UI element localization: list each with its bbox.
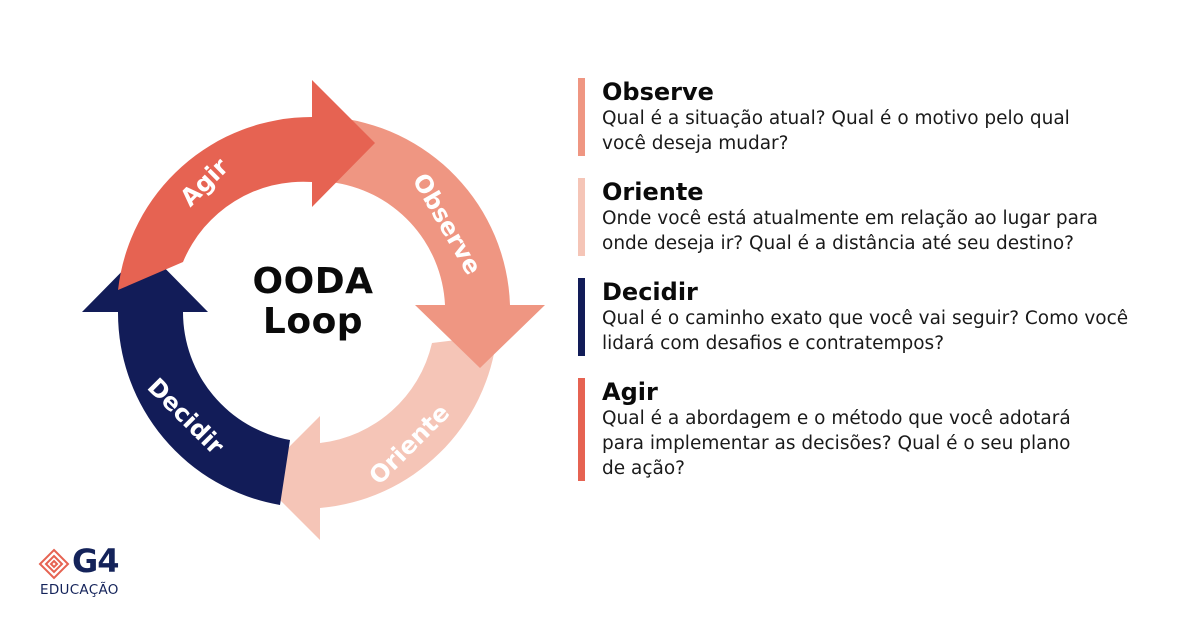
step-title: Observe: [602, 78, 714, 106]
decidir-arrow: [82, 248, 290, 505]
center-title-line1: OODA: [252, 261, 374, 302]
step-title: Oriente: [602, 178, 704, 206]
brand-name: G4: [72, 542, 120, 580]
step-description: Qual é a situação atual? Qual é o motivo…: [602, 108, 1070, 154]
step-color-bar: [578, 278, 585, 356]
step-color-bar: [578, 378, 585, 481]
oriente-arrow: [258, 335, 497, 540]
step-observe: Observe Qual é a situação atual? Qual é …: [578, 78, 1138, 156]
step-decidir: Decidir Qual é o caminho exato que você …: [578, 278, 1138, 356]
g4-educacao-logo: G4 EDUCAÇÃO: [38, 542, 138, 604]
diamond-layers-icon: [38, 548, 70, 580]
step-oriente: Oriente Onde você está atualmente em rel…: [578, 178, 1138, 256]
step-title: Decidir: [602, 278, 698, 306]
step-color-bar: [578, 78, 585, 156]
ooda-loop-diagram: Agir Observe Oriente Decidir OODA Loop: [82, 80, 545, 540]
step-description: Qual é a abordagem e o método que você a…: [602, 408, 1071, 479]
step-description: Onde você está atualmente em relação ao …: [602, 208, 1098, 254]
center-title: OODA Loop: [213, 262, 413, 342]
step-agir: Agir Qual é a abordagem e o método que v…: [578, 378, 1138, 481]
observe-arrow: [330, 117, 545, 368]
steps-panel: Observe Qual é a situação atual? Qual é …: [578, 72, 1138, 503]
cycle-arrows: Agir Observe Oriente Decidir: [82, 80, 545, 540]
brand-subtitle: EDUCAÇÃO: [40, 582, 119, 598]
step-description: Qual é o caminho exato que você vai segu…: [602, 308, 1129, 354]
center-title-line2: Loop: [262, 301, 364, 342]
step-color-bar: [578, 178, 585, 256]
step-title: Agir: [602, 378, 658, 406]
agir-arrow: [118, 80, 375, 290]
